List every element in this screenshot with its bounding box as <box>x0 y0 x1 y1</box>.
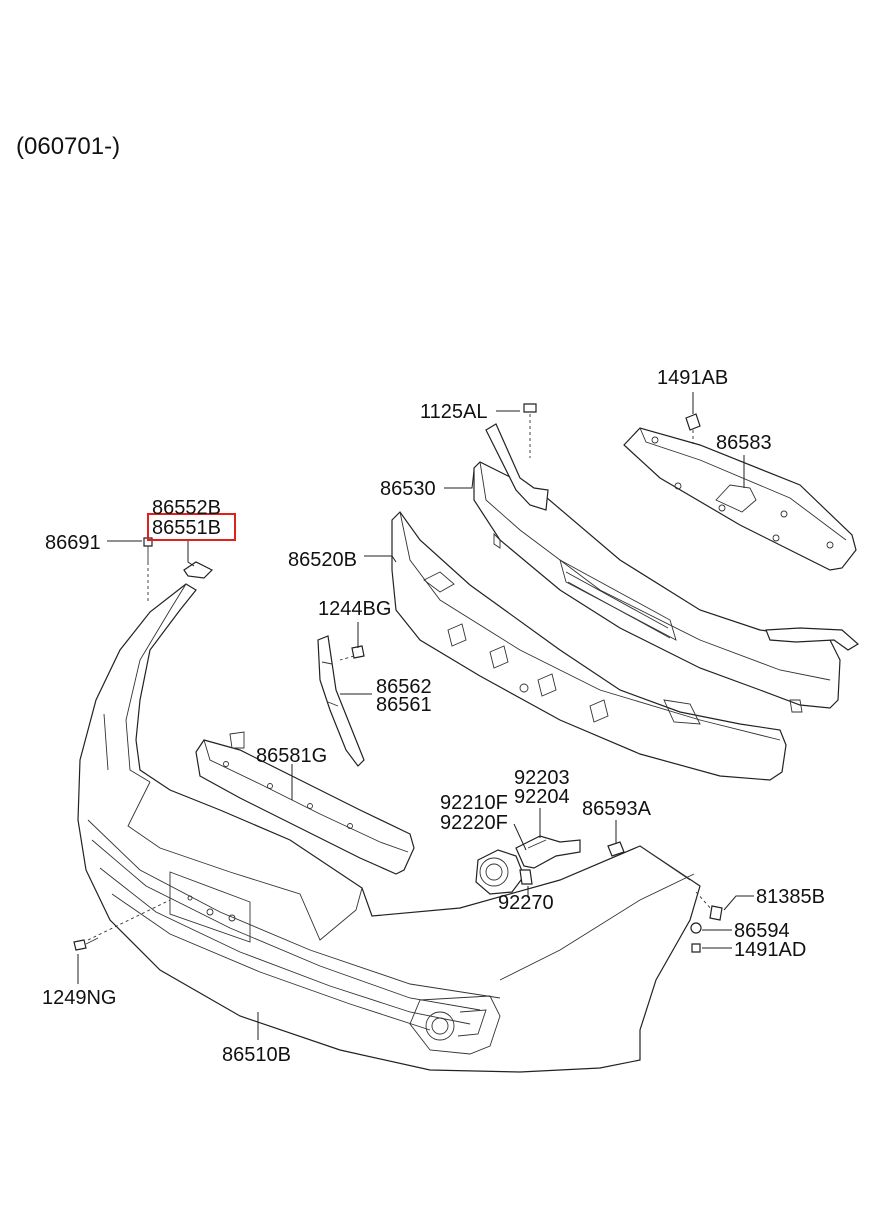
label-1125AL[interactable]: 1125AL <box>420 401 487 423</box>
label-86561[interactable]: 86561 <box>376 694 432 716</box>
label-86691[interactable]: 86691 <box>45 532 101 554</box>
clip-1491AD <box>691 943 701 953</box>
nut-86594 <box>690 922 702 934</box>
lower-bracket-86581G <box>195 731 415 875</box>
label-86552B[interactable]: 86552B <box>152 497 221 519</box>
clip-86551B <box>183 561 214 579</box>
label-86593A[interactable]: 86593A <box>582 798 652 820</box>
label-92270[interactable]: 92270 <box>498 892 554 914</box>
label-86594[interactable]: 86594 <box>734 920 790 942</box>
label-92204[interactable]: 92204 <box>514 786 570 808</box>
fog-lamp-92210F <box>475 835 581 895</box>
part-labels: 1491AB 1125AL 86583 86530 86552B 86551B … <box>42 367 825 1066</box>
label-81385B[interactable]: 81385B <box>756 886 825 908</box>
label-1249NG[interactable]: 1249NG <box>42 987 117 1009</box>
bolt-1125AL <box>523 403 537 458</box>
bolt-1244BG <box>339 645 365 661</box>
label-92210F[interactable]: 92210F <box>440 792 508 814</box>
screw-81385B <box>695 891 723 921</box>
label-92203[interactable]: 92203 <box>514 767 570 789</box>
side-bracket-86562 <box>317 635 365 767</box>
label-86562[interactable]: 86562 <box>376 676 432 698</box>
clip-1491AB <box>685 413 701 444</box>
highlight-box-86551B <box>147 513 236 541</box>
label-1244BG[interactable]: 1244BG <box>318 598 391 620</box>
label-92220F[interactable]: 92220F <box>440 812 508 834</box>
label-86530[interactable]: 86530 <box>380 478 436 500</box>
label-86551B[interactable]: 86551B <box>152 517 221 539</box>
label-86510B[interactable]: 86510B <box>222 1044 291 1066</box>
label-86583[interactable]: 86583 <box>716 432 772 454</box>
bumper-cover-86510B <box>77 583 701 1073</box>
date-code: (060701-) <box>16 133 120 160</box>
label-86581G[interactable]: 86581G <box>256 745 327 767</box>
upper-cover-86583 <box>623 427 857 571</box>
screw-86691 <box>143 537 153 602</box>
label-86520B[interactable]: 86520B <box>288 549 357 571</box>
leader-lines <box>77 392 754 1040</box>
absorber-86520B <box>391 511 787 781</box>
beam-86530 <box>473 423 860 713</box>
label-1491AD[interactable]: 1491AD <box>734 939 806 961</box>
screw-1249NG <box>73 937 99 951</box>
label-1491AB[interactable]: 1491AB <box>657 367 728 389</box>
